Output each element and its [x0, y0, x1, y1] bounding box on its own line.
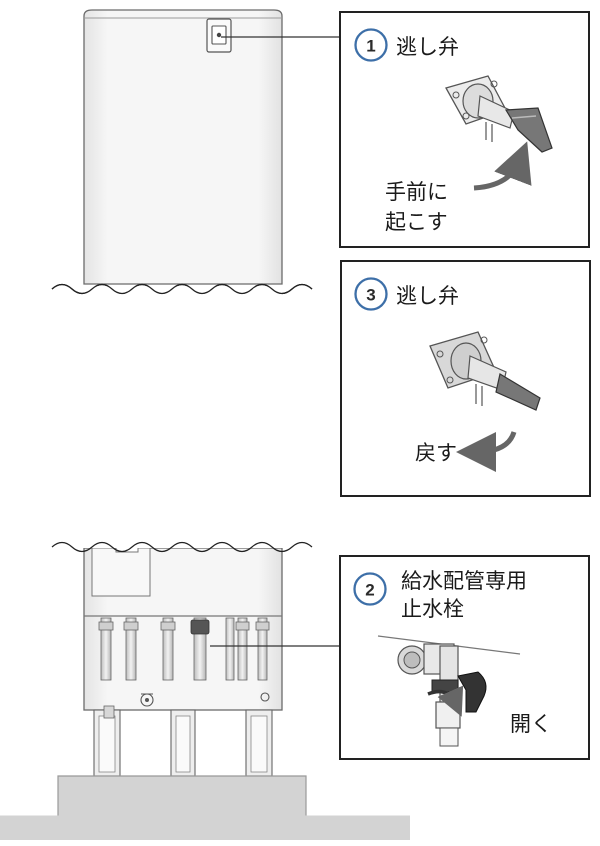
callout-1: 1 逃し弁 手前に 起こす — [339, 11, 590, 248]
callout-2-action: 開く — [510, 712, 552, 736]
relief-valve-open-illustration — [445, 75, 553, 153]
unit-upper — [51, 9, 313, 298]
cut-line-lower — [51, 541, 313, 553]
svg-text:1: 1 — [366, 37, 375, 56]
callout-3: 3 逃し弁 戻す — [340, 260, 591, 497]
raise-arrow-icon — [473, 141, 532, 191]
open-arrow-icon — [427, 685, 464, 717]
callout-1-title: 逃し弁 — [396, 35, 459, 59]
svg-text:2: 2 — [365, 581, 374, 600]
step-badge-2: 2 — [353, 572, 387, 606]
callout-1-action-line1: 手前に — [385, 180, 448, 204]
svg-text:3: 3 — [366, 286, 375, 305]
step-badge-1: 1 — [354, 28, 388, 62]
unit-lower — [51, 530, 313, 711]
pipes — [98, 617, 270, 681]
callout-3-title: 逃し弁 — [396, 284, 459, 308]
drain-valve-icon — [140, 693, 154, 707]
drain-plug-icon — [260, 692, 270, 702]
return-arrow-icon — [456, 431, 517, 472]
step-badge-3: 3 — [354, 277, 388, 311]
unit-stand — [93, 705, 273, 777]
front-panel — [91, 547, 151, 597]
callout-2-title-line2: 止水栓 — [401, 597, 464, 621]
callout-2: 2 給水配管専用 止水栓 開く — [339, 555, 590, 760]
callout-1-action-line2: 起こす — [385, 210, 448, 234]
relief-valve-closed-illustration — [429, 331, 541, 411]
foundation — [0, 775, 410, 840]
callout-3-action: 戻す — [415, 441, 457, 465]
relief-valve-window — [206, 18, 232, 53]
callout-2-title-line1: 給水配管専用 — [401, 569, 527, 593]
